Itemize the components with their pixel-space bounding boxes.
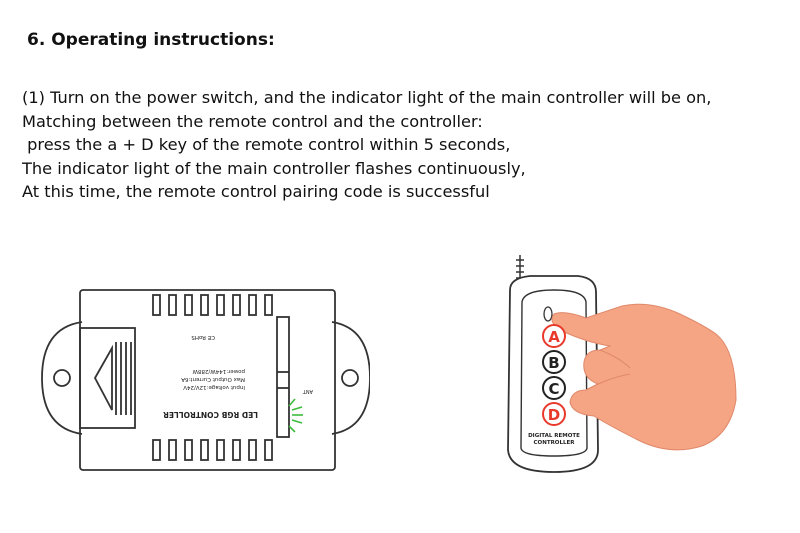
instruction-line-2: Matching between the remote control and … [22, 111, 483, 131]
bottom-terminals [152, 439, 273, 461]
controller-illustration: LED RGB CONTROLLER Input voltage:12V/24V… [41, 289, 370, 471]
instructions-text: (1) Turn on the power switch, and the in… [22, 86, 792, 204]
button-c [542, 376, 566, 400]
remote-illustration: A B C D DIGITAL REMOTE CONTROLLER [507, 255, 737, 473]
instruction-line-1: (1) Turn on the power switch, and the in… [22, 88, 712, 107]
port-label: ANT [302, 388, 313, 394]
instruction-line-4: The indicator light of the main controll… [22, 158, 526, 178]
button-a [542, 324, 566, 348]
remote-label-line-2: CONTROLLER [534, 440, 576, 446]
connector-block [79, 327, 136, 429]
controller-spec-line-3: power:144W/288W [192, 368, 245, 374]
instruction-line-3: press the a + D key of the remote contro… [22, 135, 511, 154]
left-screw-hole [53, 369, 71, 387]
section-heading: 6. Operating instructions: [27, 30, 275, 50]
power-switch-strip [276, 316, 290, 438]
right-screw-hole [341, 369, 359, 387]
button-d [542, 402, 566, 426]
remote-label-line-1: DIGITAL REMOTE [528, 433, 580, 439]
remote-led [543, 306, 553, 322]
controller-label: LED RGB CONTROLLER [163, 410, 258, 419]
button-b-label: B [548, 354, 559, 372]
button-c-label: C [548, 380, 559, 398]
connector-arrow [93, 344, 113, 411]
right-mounting-ear [331, 321, 370, 435]
remote-panel [520, 289, 588, 457]
button-b [542, 350, 566, 374]
led-indicator [288, 398, 303, 433]
left-mounting-ear [41, 321, 83, 435]
hand-icon [551, 303, 737, 451]
instruction-line-5: At this time, the remote control pairing… [22, 182, 490, 201]
controller-spec-line-2: Max Output Current:6A [181, 376, 245, 382]
button-d-label: D [548, 406, 560, 424]
top-terminals [152, 294, 273, 316]
button-a-label: A [548, 328, 560, 346]
controller-spec-line-1: Input voltage:12V/24V [183, 384, 245, 390]
ce-mark: CE RoHS [191, 334, 215, 340]
